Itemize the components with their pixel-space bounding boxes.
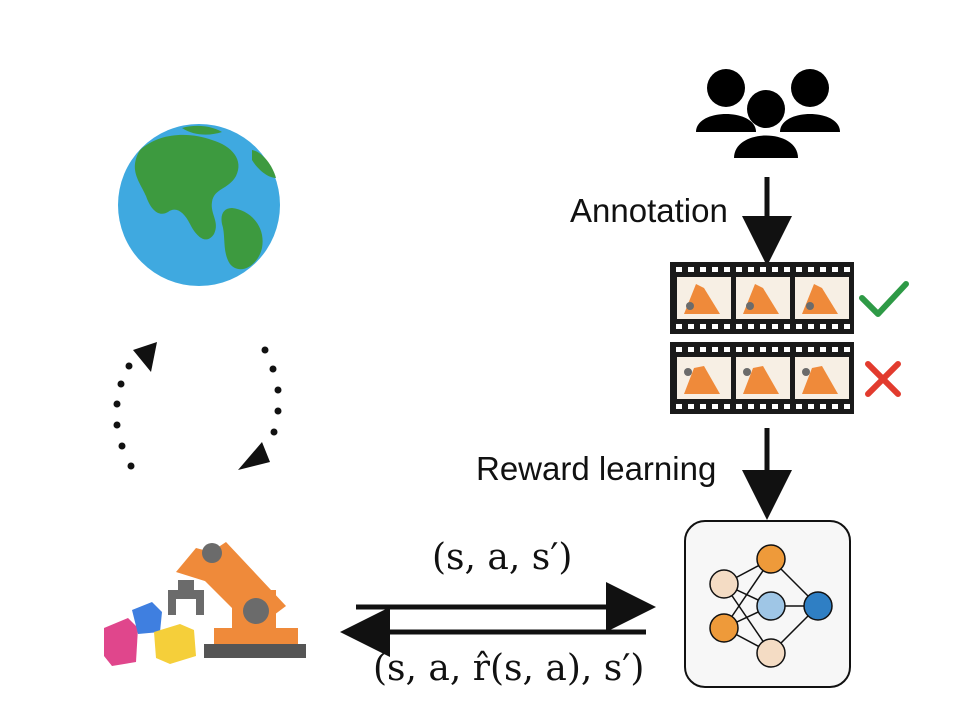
cycle-arrows-icon (113, 342, 282, 470)
annotation-label: Annotation (570, 192, 728, 229)
globe-icon (118, 124, 280, 286)
check-icon (859, 281, 909, 317)
cross-icon (865, 361, 901, 397)
neural-network-icon (684, 520, 851, 688)
filmstrip-icon (670, 262, 854, 414)
robot-arm-icon (104, 542, 306, 666)
reward-tuple-label: (s, a, r̂(s, a), s′) (373, 648, 645, 689)
users-icon (696, 69, 840, 158)
reward-learning-label: Reward learning (476, 450, 717, 487)
transition-tuple-label: (s, a, s′) (432, 537, 573, 578)
